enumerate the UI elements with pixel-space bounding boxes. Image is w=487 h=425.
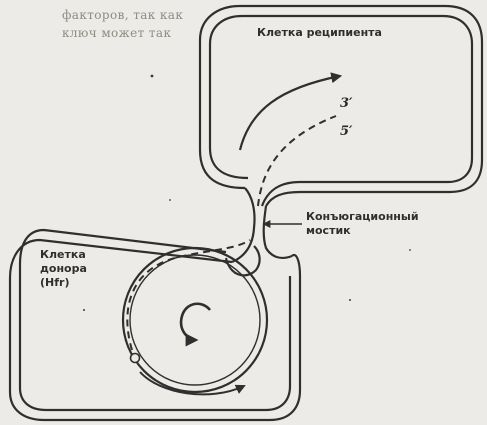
conjugation-bridge bbox=[232, 188, 302, 262]
recipient-cell-label: Клетка реципиента bbox=[257, 26, 382, 40]
origin-marker bbox=[131, 354, 140, 363]
transferred-strands bbox=[240, 76, 340, 206]
strand-3-label: 3′ bbox=[340, 96, 352, 111]
bridge-label: Конъюгационный мостик bbox=[306, 210, 419, 238]
solid-transfer-arrow bbox=[240, 76, 340, 150]
donor-chromosome bbox=[123, 240, 267, 394]
rotation-arrow bbox=[181, 304, 210, 340]
strand-5-label: 5′ bbox=[340, 124, 352, 139]
donor-cell-label: Клетка донора (Hfr) bbox=[40, 248, 87, 289]
